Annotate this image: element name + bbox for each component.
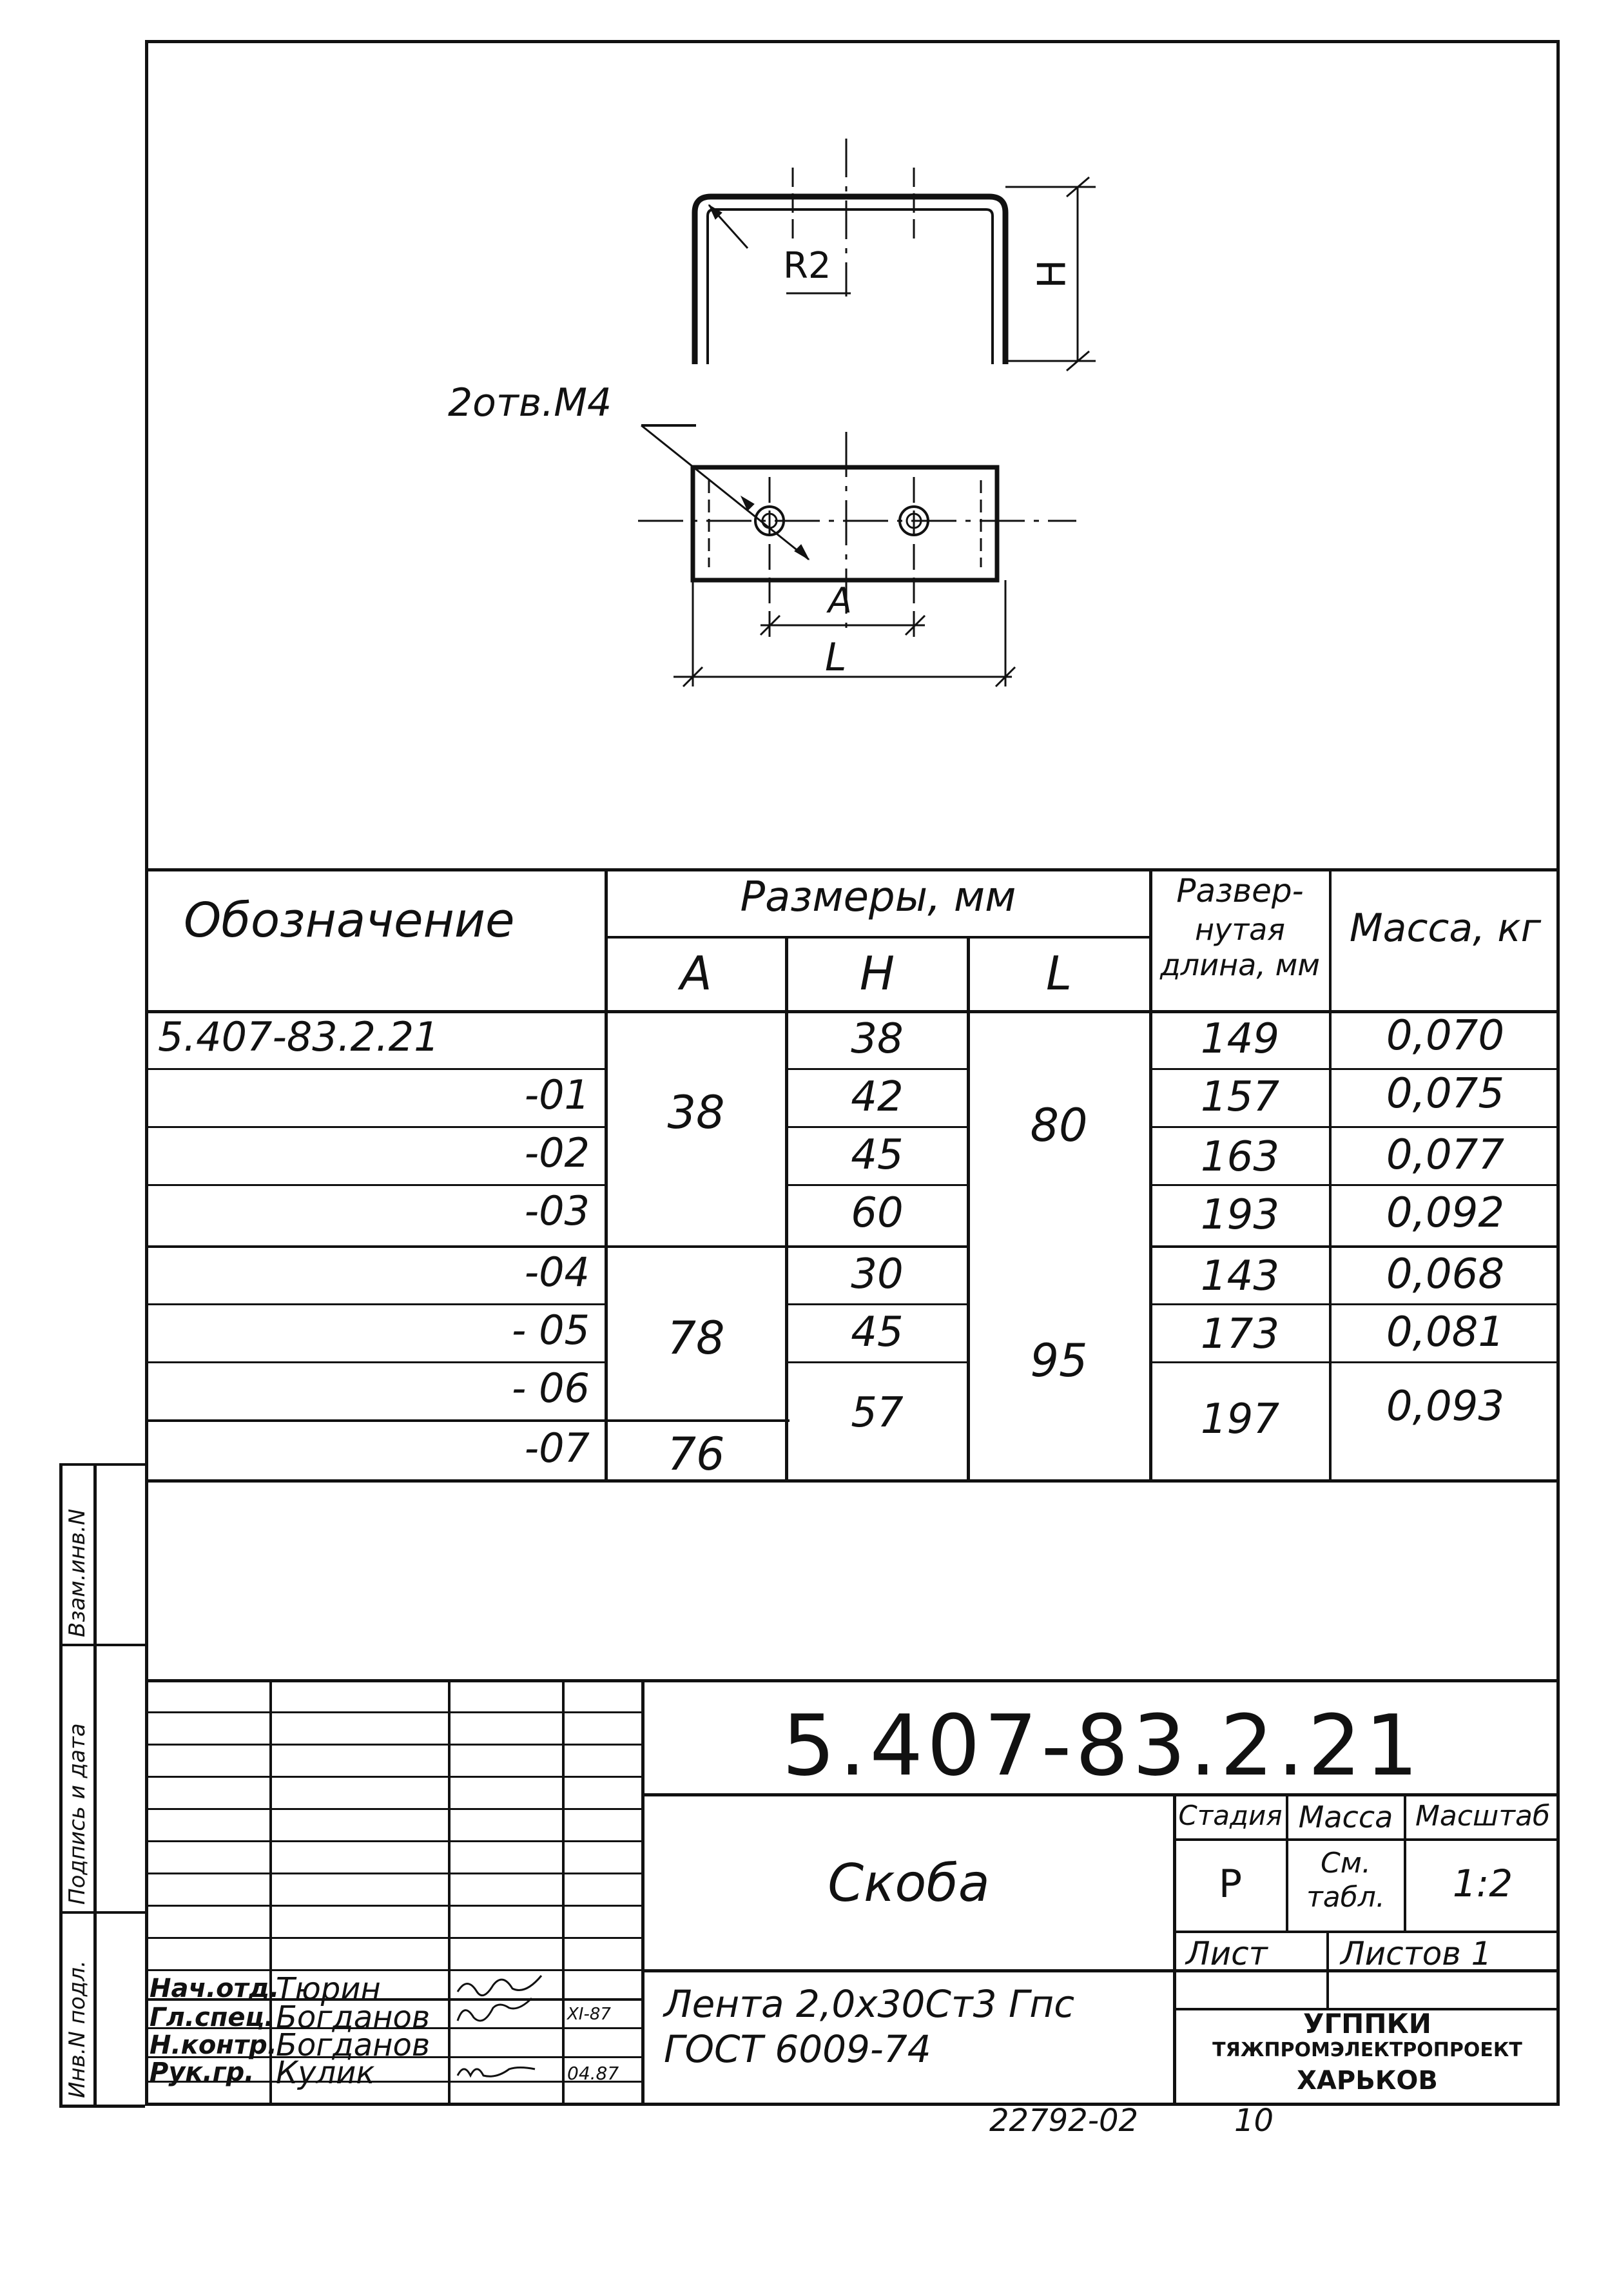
- sig-role: Гл.спец.: [150, 2003, 275, 2032]
- row-designation: -01: [524, 1071, 590, 1118]
- h-cell: 45: [851, 1131, 904, 1179]
- mass-cell: 0,068: [1386, 1250, 1505, 1298]
- sig-name: Богданов: [276, 1999, 431, 2036]
- h-cell: 30: [851, 1250, 904, 1298]
- radius-label: R2: [783, 245, 831, 287]
- page-number: 10: [1234, 2103, 1274, 2139]
- header-mass: Масса, кг: [1349, 906, 1542, 951]
- a-group: 76: [667, 1428, 725, 1481]
- mass-cell: 0,093: [1386, 1383, 1505, 1430]
- drawing-frame: [145, 40, 1560, 2106]
- archive-number: 22792-02: [989, 2103, 1139, 2139]
- sig-name: Богданов: [276, 2027, 431, 2063]
- length-cell: 197: [1200, 1396, 1280, 1443]
- row-designation: -02: [524, 1129, 590, 1176]
- h-cell: 57: [851, 1389, 904, 1437]
- header-a: A: [680, 946, 712, 1000]
- stage-value: Р: [1218, 1862, 1243, 1907]
- length-cell: 173: [1200, 1310, 1280, 1358]
- l-dim-label: L: [825, 635, 847, 680]
- a-group: 38: [667, 1086, 725, 1139]
- h-cell: 42: [851, 1073, 904, 1121]
- sig-date: 04.87: [567, 2063, 619, 2084]
- length-cell: 149: [1200, 1015, 1280, 1063]
- sig-name: Кулик: [276, 2055, 375, 2091]
- row-designation: - 05: [512, 1307, 590, 1354]
- row-designation: 5.407-83.2.21: [158, 1013, 440, 1060]
- length-cell: 193: [1200, 1191, 1280, 1239]
- mass-cell: 0,077: [1386, 1131, 1505, 1179]
- l-group: 80: [1030, 1099, 1088, 1152]
- scale-label: Масштаб: [1415, 1800, 1551, 1833]
- sig-date: XI-87: [567, 2005, 611, 2024]
- sig-role: Рук.гр.: [150, 2058, 255, 2087]
- h-cell: 60: [851, 1189, 904, 1237]
- doc-number: 5.407-83.2.21: [782, 1697, 1422, 1795]
- row-designation: -04: [524, 1249, 590, 1296]
- a-dim-label: A: [828, 580, 852, 621]
- a-group: 78: [667, 1312, 725, 1365]
- stage-label: Стадия: [1178, 1800, 1283, 1831]
- mass-cell: 0,081: [1386, 1309, 1505, 1356]
- h-cell: 45: [851, 1309, 904, 1356]
- holes-label: 2отв.М4: [448, 380, 612, 425]
- org-line-1: УГППКИ: [1303, 2008, 1431, 2039]
- scale-value: 1:2: [1452, 1862, 1513, 1905]
- part-name: Скоба: [828, 1853, 990, 1913]
- row-designation: -07: [524, 1425, 590, 1472]
- h-cell: 38: [851, 1015, 904, 1063]
- header-length-2: нутая: [1195, 912, 1285, 947]
- length-cell: 143: [1200, 1252, 1280, 1300]
- material-line-1: Лента 2,0х30Ст3 Гпс: [664, 1982, 1075, 2026]
- material-line-2: ГОСТ 6009-74: [664, 2027, 931, 2071]
- org-line-2: ТЯЖПРОМЭЛЕКТРОПРОЕКТ: [1212, 2039, 1522, 2061]
- length-cell: 163: [1200, 1133, 1280, 1181]
- mass-cell: 0,070: [1386, 1012, 1505, 1060]
- mass-cell: 0,092: [1386, 1189, 1505, 1237]
- mass-value-2: табл.: [1306, 1881, 1385, 1914]
- mass-value-1: См.: [1321, 1847, 1371, 1880]
- org-line-3: ХАРЬКОВ: [1297, 2066, 1438, 2096]
- header-designation: Обозначение: [184, 893, 515, 948]
- sheet-label: Лист: [1186, 1935, 1268, 1972]
- row-designation: -03: [524, 1187, 590, 1234]
- l-group: 95: [1030, 1334, 1088, 1387]
- header-length-1: Развер-: [1176, 872, 1304, 910]
- mass-cell: 0,075: [1386, 1070, 1505, 1118]
- header-h: H: [859, 946, 895, 1000]
- sig-role: Нач.отд.: [150, 1974, 280, 2003]
- mass-label: Масса: [1298, 1800, 1393, 1834]
- header-dimensions: Размеры, мм: [740, 873, 1016, 921]
- row-designation: - 06: [512, 1365, 590, 1412]
- header-length-3: длина, мм: [1159, 948, 1320, 982]
- sig-name: Тюрин: [276, 1971, 381, 2007]
- length-cell: 157: [1200, 1073, 1280, 1121]
- sheets-label: Листов 1: [1341, 1935, 1492, 1972]
- sig-role: Н.контр.: [150, 2030, 277, 2060]
- header-l: L: [1045, 946, 1072, 1000]
